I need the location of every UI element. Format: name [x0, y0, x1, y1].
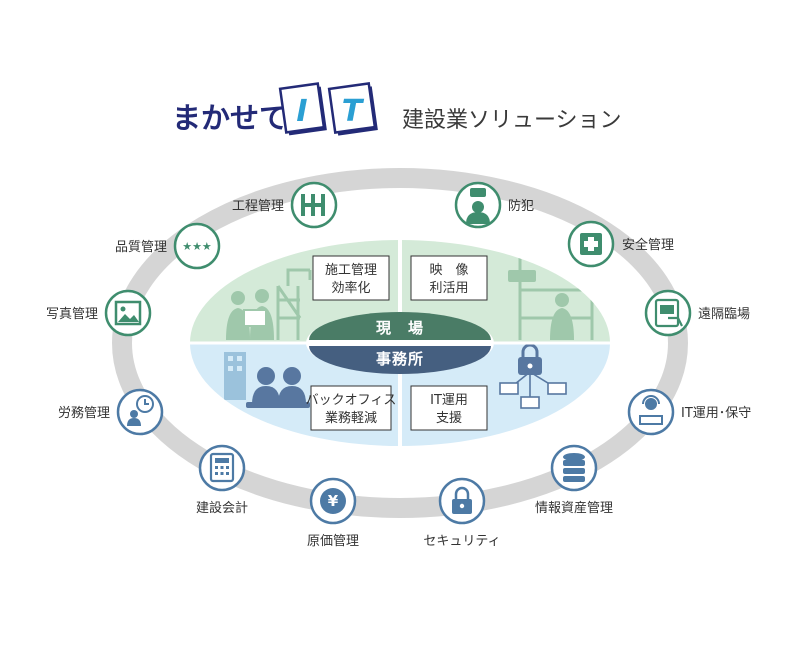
calculator-icon	[209, 452, 235, 483]
svg-text:施工管理: 施工管理	[325, 263, 377, 278]
solution-label: 工程管理	[232, 199, 284, 214]
svg-text:IT運用: IT運用	[430, 393, 468, 408]
photo-icon	[114, 300, 142, 326]
solution-label: 写真管理	[46, 307, 98, 322]
support-operator-icon	[639, 395, 663, 425]
clock-person-icon	[127, 395, 154, 426]
header-logo: まかせて I T 建設業ソリューション	[172, 82, 622, 136]
center-capsule: 現 場 事務所	[306, 312, 494, 374]
solution-security[interactable]: セキュリティ	[423, 477, 501, 549]
solution-label: 建設会計	[196, 500, 248, 516]
svg-text:利活用: 利活用	[429, 281, 468, 296]
svg-text:T: T	[342, 94, 365, 129]
first-aid-cross-icon	[580, 233, 602, 255]
outer-ring	[112, 168, 688, 518]
solution-label: 情報資産管理	[535, 500, 613, 516]
center-field-label: 現 場	[376, 319, 424, 337]
center-office-label: 事務所	[376, 350, 424, 368]
solution-process[interactable]: 工程管理	[232, 181, 338, 229]
solution-label: 労務管理	[58, 406, 110, 421]
office-illustrations	[224, 343, 567, 409]
solution-crime[interactable]: 防犯	[454, 181, 534, 229]
solution-accounting[interactable]: 建設会計	[196, 444, 248, 516]
quadrant-itops-box: IT運用 支援	[410, 385, 488, 431]
solution-infoasset[interactable]: 情報資産管理	[535, 444, 613, 516]
svg-text:¥: ¥	[328, 492, 339, 510]
stars-icon: ★★★	[182, 240, 212, 253]
padlock-icon	[452, 486, 472, 514]
svg-text:I: I	[296, 94, 307, 129]
security-camera-icon	[466, 188, 490, 224]
yen-coin-icon: ¥	[320, 488, 346, 514]
network-lock-icon	[518, 343, 542, 375]
subtitle: 建設業ソリューション	[402, 108, 622, 133]
solution-label: 安全管理	[622, 237, 674, 253]
solution-label: 品質管理	[115, 240, 167, 255]
svg-text:業務軽減: 業務軽減	[325, 410, 377, 426]
process-bars-icon	[301, 194, 325, 216]
svg-text:効率化: 効率化	[331, 280, 370, 296]
svg-text:バックオフィス: バックオフィス	[306, 393, 397, 408]
quadrant-construction-box: 施工管理 効率化	[312, 255, 390, 301]
brand-card-i: I	[278, 82, 327, 136]
solution-label: 原価管理	[307, 534, 359, 549]
field-illustrations	[226, 250, 594, 340]
remote-tablet-icon	[654, 298, 683, 328]
brand-card-t: T	[327, 82, 378, 136]
quadrant-backoffice-box: バックオフィス 業務軽減	[306, 385, 397, 431]
svg-text:支援: 支援	[436, 411, 462, 426]
solution-cost[interactable]: ¥ 原価管理	[307, 477, 359, 549]
solution-label: 遠隔臨場	[698, 307, 750, 322]
solution-remote[interactable]: 遠隔臨場	[644, 289, 750, 337]
database-icon	[563, 453, 585, 482]
solution-quality[interactable]: ★★★ 品質管理	[115, 222, 221, 270]
solution-itmaint[interactable]: IT運用･保守	[627, 388, 751, 436]
svg-text:★★★: ★★★	[182, 240, 212, 253]
quadrant-video-box: 映 像 利活用	[410, 255, 488, 301]
solution-label: 防犯	[508, 198, 534, 214]
svg-text:映 像: 映 像	[429, 263, 468, 278]
solution-label: IT運用･保守	[681, 406, 751, 421]
brand-text: まかせて	[172, 101, 288, 135]
solution-label: セキュリティ	[423, 534, 500, 549]
solution-safety[interactable]: 安全管理	[567, 220, 674, 268]
solution-photo[interactable]: 写真管理	[46, 289, 152, 337]
solution-labor[interactable]: 労務管理	[58, 388, 164, 436]
